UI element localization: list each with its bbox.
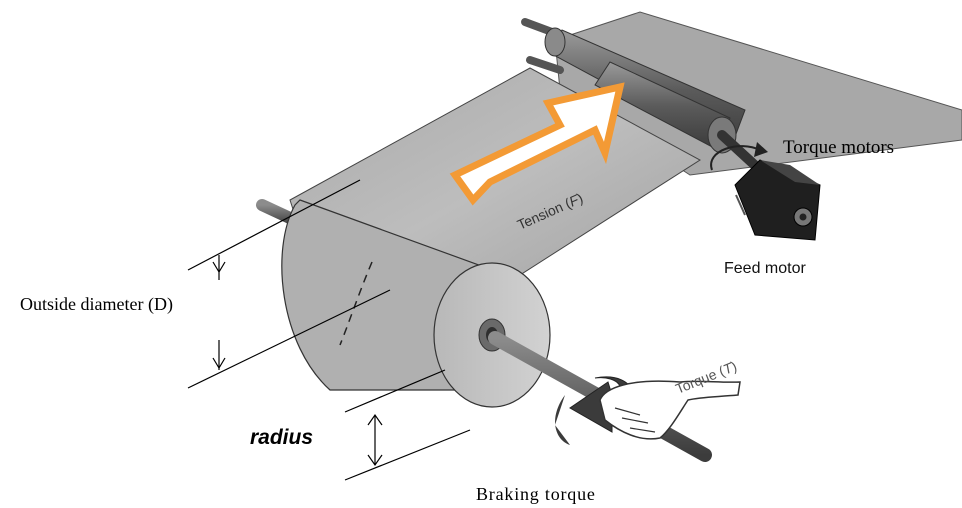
large-outlined-arrow-icon: [449, 82, 625, 206]
servo-motor-icon: [734, 159, 821, 241]
hand-icon: [599, 380, 741, 440]
braking-torque-label: Braking torque: [476, 484, 596, 504]
radius-label: radius: [250, 426, 313, 449]
torque-motors-label: Torque motors: [783, 137, 894, 158]
torque-motor-arrow: [710, 142, 768, 171]
radius-dimension: [344, 369, 471, 481]
diameter-dimension: [187, 179, 391, 389]
unwind-roll: [281, 199, 551, 408]
feed-motor-label: Feed motor: [724, 260, 806, 277]
outside-diameter-label: Outside diameter (D): [20, 294, 173, 315]
feed-roller: [594, 61, 765, 175]
